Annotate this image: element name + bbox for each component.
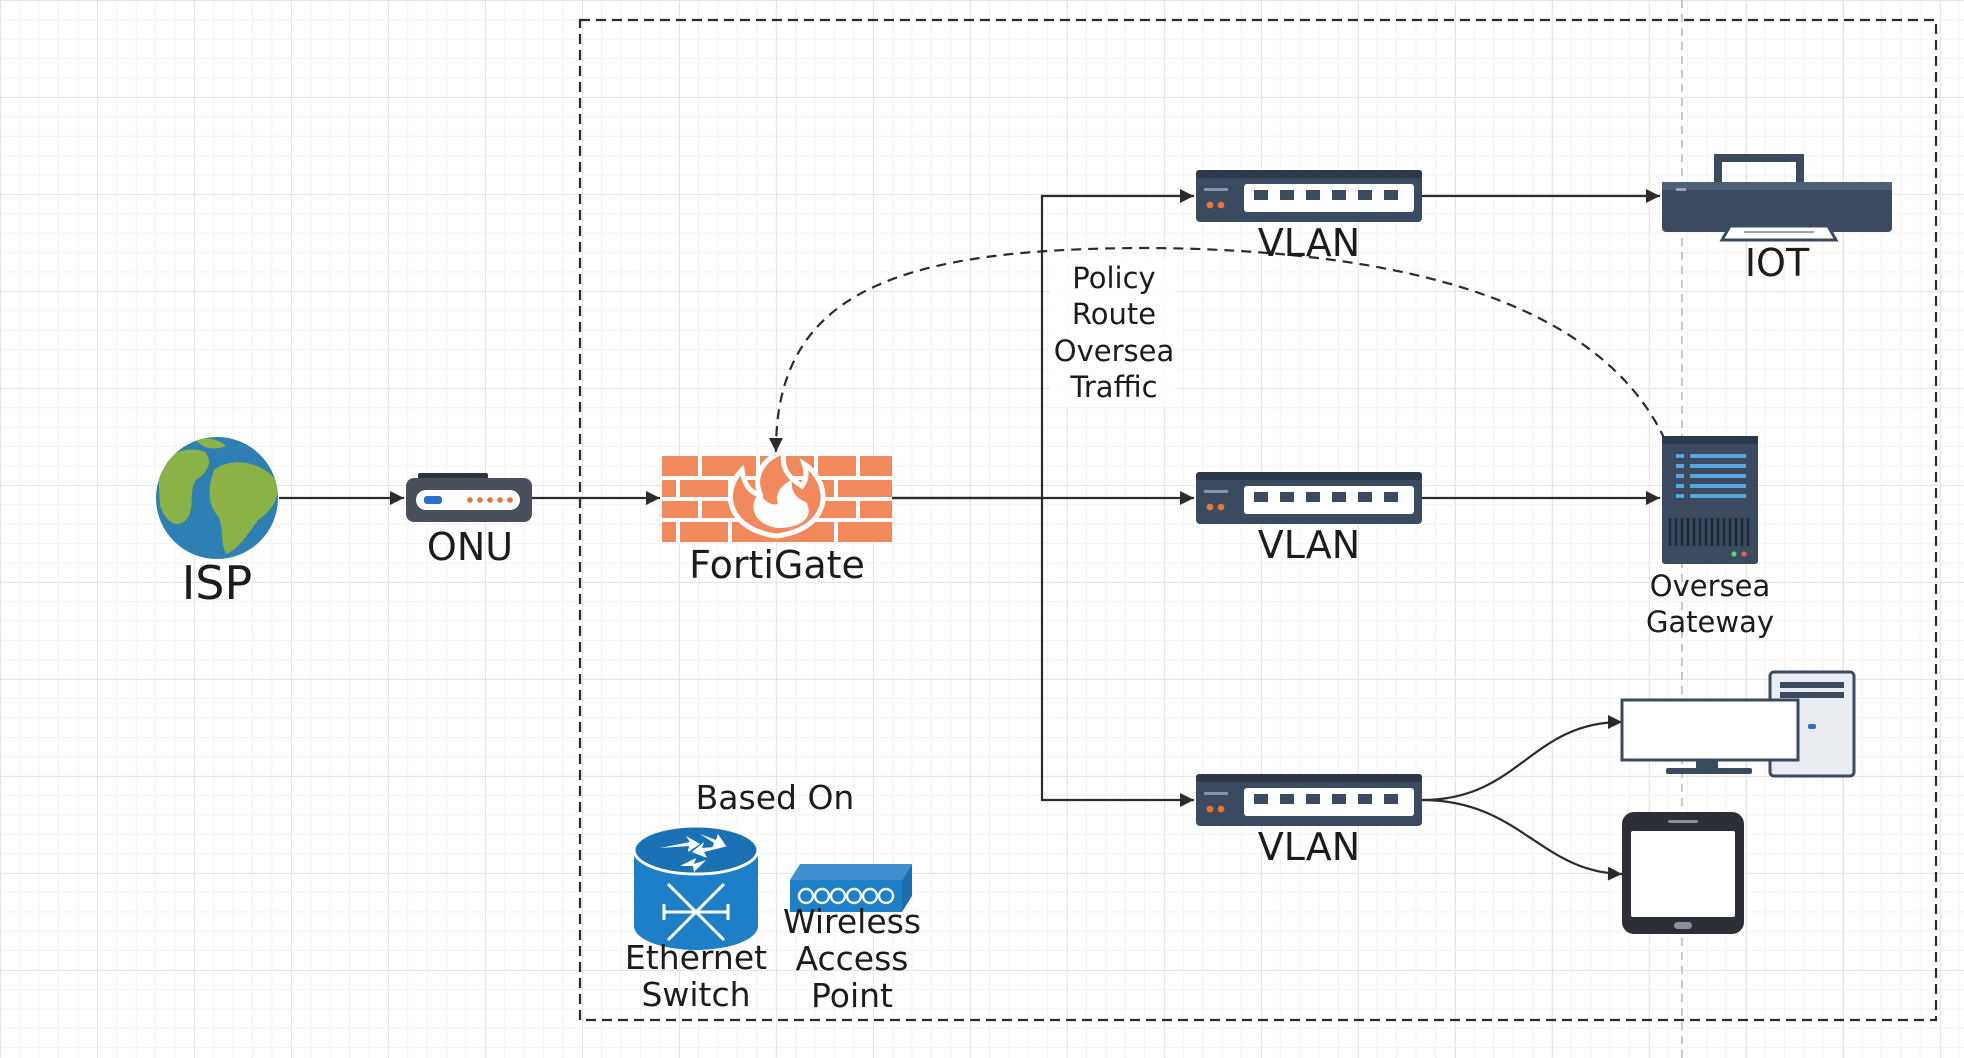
iot-label: IOT	[1744, 241, 1810, 285]
firewall-icon	[662, 448, 892, 542]
vlan-mid-label: VLAN	[1257, 523, 1361, 567]
edge-policy-route	[768, 246, 1666, 453]
wireless-access-point-icon	[790, 864, 912, 912]
edge-vlan-bot-desktop	[1421, 715, 1623, 802]
network-switch-icon	[1196, 170, 1422, 222]
legend-title: Based On	[695, 778, 855, 817]
tablet-icon	[1622, 812, 1744, 934]
printer-icon	[1662, 154, 1892, 242]
modem-icon	[406, 473, 532, 522]
edge-vlan-bot-tablet	[1421, 798, 1623, 881]
edge-fortigate-vlan-top	[892, 189, 1194, 500]
edge-fortigate-vlan-bot	[1040, 498, 1194, 807]
onu-label: ONU	[426, 525, 514, 569]
policy-route-note: Policy Route Oversea Traffic	[1050, 258, 1178, 407]
fortigate-label: FortiGate	[689, 543, 865, 587]
ethernet-switch-label: Ethernet Switch	[624, 938, 768, 1014]
oversea-gateway-label: Oversea Gateway	[1645, 569, 1775, 640]
network-boundary	[578, 18, 1938, 1022]
connectors	[279, 189, 1666, 881]
globe-icon	[156, 437, 278, 559]
desktop-computer-icon	[1620, 670, 1856, 778]
vlan-top-label: VLAN	[1257, 221, 1361, 265]
wireless-access-point-label: Wireless Access Point	[782, 902, 922, 1015]
network-switch-icon	[1196, 774, 1422, 826]
router-icon	[632, 824, 760, 950]
server-icon	[1662, 436, 1758, 564]
isp-label: ISP	[181, 556, 253, 610]
network-switch-icon	[1196, 472, 1422, 524]
vlan-bot-label: VLAN	[1257, 825, 1361, 869]
